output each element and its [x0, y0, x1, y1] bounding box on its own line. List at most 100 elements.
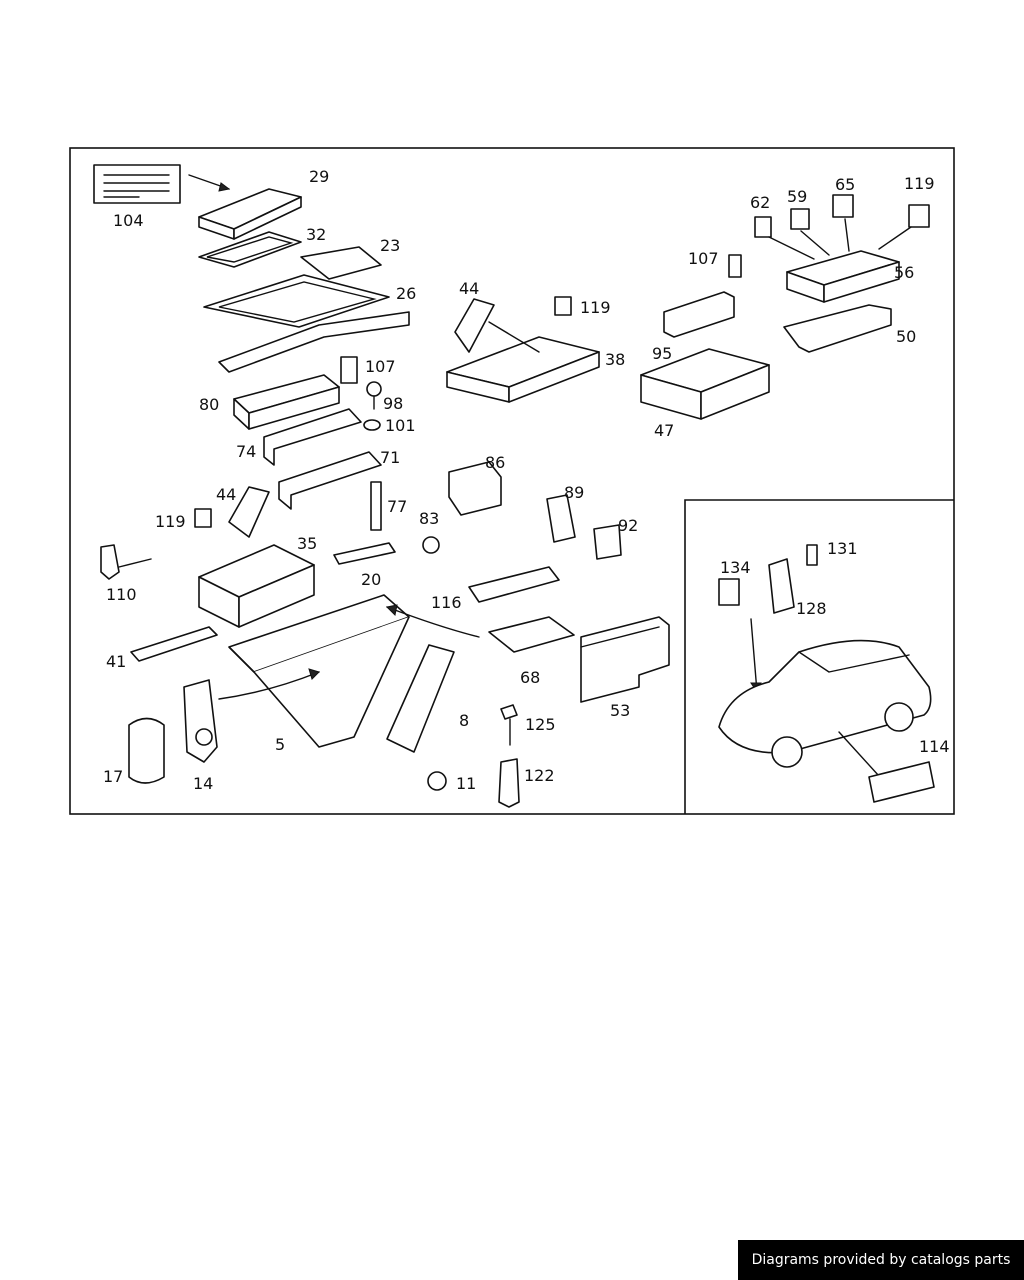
callout-107-left: 107 — [365, 357, 396, 376]
part-41-rail — [130, 626, 218, 662]
exploded-view-drawing: 104 29 32 23 26 107 98 101 80 74 71 44 1… — [69, 147, 955, 815]
part-32-gasket — [198, 231, 302, 268]
callout-125: 125 — [525, 715, 556, 734]
part-110-clip — [100, 544, 120, 580]
part-95-fuse-strip — [663, 291, 735, 338]
callout-17: 17 — [103, 767, 123, 786]
part-83-bolt — [422, 536, 440, 554]
part-125-screw — [500, 704, 518, 720]
part-89-connector — [546, 494, 576, 543]
callout-11: 11 — [456, 774, 476, 793]
callout-44-center: 44 — [459, 279, 479, 298]
part-44-bracket-left — [228, 486, 270, 538]
part-122-bracket — [498, 758, 520, 808]
part-11-grommet — [427, 771, 447, 791]
part-128-holder — [768, 558, 795, 614]
callout-56: 56 — [894, 263, 914, 282]
callout-5: 5 — [275, 735, 285, 754]
callout-110: 110 — [106, 585, 137, 604]
callout-131: 131 — [827, 539, 858, 558]
part-8-gasket — [386, 644, 455, 753]
part-62-relay — [754, 216, 772, 238]
callout-86: 86 — [485, 453, 505, 472]
callout-62: 62 — [750, 193, 770, 212]
callout-122: 122 — [524, 766, 555, 785]
part-119-relay-left — [194, 508, 212, 528]
part-74-block — [263, 408, 362, 466]
part-65-relay — [832, 194, 854, 218]
part-71-block — [278, 451, 382, 510]
vehicle-illustration — [718, 639, 932, 768]
part-17-cap — [128, 717, 165, 784]
callout-68: 68 — [520, 668, 540, 687]
callout-59: 59 — [787, 187, 807, 206]
part-38-fuse-carrier — [446, 336, 600, 403]
part-107-fuse — [340, 356, 358, 384]
attribution-banner: Diagrams provided by catalogs parts — [738, 1240, 1024, 1280]
callout-134: 134 — [720, 558, 751, 577]
callout-8: 8 — [459, 711, 469, 730]
callout-116: 116 — [431, 593, 462, 612]
part-119-relay-right — [908, 204, 930, 228]
part-23-lid — [300, 246, 382, 280]
part-20-strip — [333, 542, 396, 565]
part-101-washer — [363, 419, 381, 431]
part-59-relay — [790, 208, 810, 230]
part-50-rail — [783, 304, 892, 353]
part-104-label-card — [93, 164, 181, 204]
callout-47: 47 — [654, 421, 674, 440]
part-44-bracket-center — [454, 298, 495, 353]
callout-14: 14 — [193, 774, 213, 793]
callout-26: 26 — [396, 284, 416, 303]
callout-119-center: 119 — [580, 298, 611, 317]
callout-38: 38 — [605, 350, 625, 369]
part-86-relay-block — [448, 461, 502, 516]
part-80-fuse-block — [233, 374, 340, 430]
callout-98: 98 — [383, 394, 403, 413]
callout-53: 53 — [610, 701, 630, 720]
callout-23: 23 — [380, 236, 400, 255]
part-47-fuse-box — [640, 348, 770, 420]
callout-35: 35 — [297, 534, 317, 553]
part-35-housing — [198, 544, 315, 628]
part-98-screw — [366, 381, 382, 397]
part-29-cover — [198, 188, 302, 240]
callout-50: 50 — [896, 327, 916, 346]
part-107-fuse-right — [728, 254, 742, 278]
callout-104: 104 — [113, 211, 144, 230]
attribution-text: Diagrams provided by catalogs parts — [751, 1252, 1011, 1268]
vehicle-inset-border — [684, 499, 954, 814]
arrow-68-to-5 — [386, 606, 480, 638]
part-114-bracket — [868, 761, 935, 803]
callout-77: 77 — [387, 497, 407, 516]
part-131-fuse — [806, 544, 818, 566]
part-68-bracket — [488, 616, 575, 653]
callout-80: 80 — [199, 395, 219, 414]
part-77-pin — [370, 481, 382, 531]
callout-114: 114 — [919, 737, 950, 756]
callout-20: 20 — [361, 570, 381, 589]
part-53-cover-box — [580, 616, 670, 703]
callout-92: 92 — [618, 516, 638, 535]
callout-101: 101 — [385, 416, 416, 435]
part-56-relay-carrier — [786, 250, 900, 303]
part-92-connector — [593, 524, 622, 560]
callout-71: 71 — [380, 448, 400, 467]
callout-89: 89 — [564, 483, 584, 502]
callout-119-right: 119 — [904, 174, 935, 193]
callout-44-left: 44 — [216, 485, 236, 504]
callout-107-right: 107 — [688, 249, 719, 268]
part-134-relay — [718, 578, 740, 606]
diagram-border — [69, 147, 955, 815]
callout-119-left: 119 — [155, 512, 186, 531]
arrow-14-to-5 — [218, 671, 320, 700]
part-26-gasket — [218, 311, 410, 373]
callout-128: 128 — [796, 599, 827, 618]
arrow-134-to-vehicle — [750, 618, 758, 693]
callout-95: 95 — [652, 344, 672, 363]
part-119-relay-center — [554, 296, 572, 316]
callout-32: 32 — [306, 225, 326, 244]
parts-diagram: 104 29 32 23 26 107 98 101 80 74 71 44 1… — [69, 147, 955, 815]
part-116-rail — [468, 566, 560, 603]
callout-83: 83 — [419, 509, 439, 528]
